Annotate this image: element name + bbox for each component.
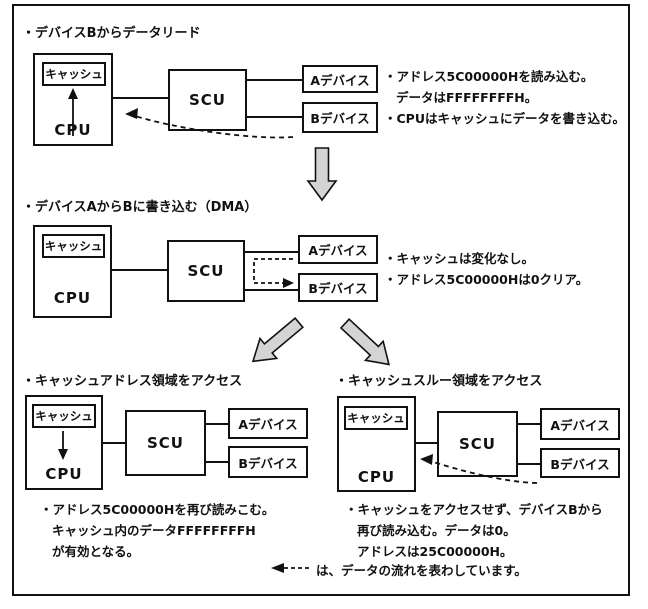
scu-label: SCU	[189, 91, 226, 109]
device-a-label: Aデバイス	[238, 417, 298, 432]
notes-cache-through: ・キャッシュをアクセスせず、デバイスBから 再び読み込む。データは0。 アドレス…	[345, 499, 603, 562]
legend-text: は、データの流れを表わしています。	[316, 563, 527, 578]
device-b-box: Bデバイス	[298, 273, 378, 302]
device-a-label: Aデバイス	[550, 417, 610, 433]
cpu-label: CPU	[54, 121, 92, 139]
cpu-label: CPU	[53, 289, 92, 307]
device-b-box: Bデバイス	[228, 446, 308, 478]
note-line: ・CPUはキャッシュにデータを書き込む。	[384, 111, 625, 126]
notes-dma-a-to-b: ・キャッシュは変化なし。 ・アドレス5C00000Hは0クリア。	[384, 248, 588, 290]
cache-label: キャッシュ	[44, 239, 103, 253]
device-b-label: Bデバイス	[310, 111, 370, 126]
cache-label: キャッシュ	[35, 409, 93, 423]
note-line: ・キャッシュは変化なし。	[384, 251, 535, 266]
note-line: ・キャッシュをアクセスせず、デバイスBから	[345, 502, 603, 517]
cache-box: キャッシュ	[32, 404, 96, 428]
cache-label: キャッシュ	[45, 67, 103, 81]
note-line: データはFFFFFFFFH。	[396, 90, 538, 105]
device-a-label: Aデバイス	[310, 72, 370, 88]
cache-label: キャッシュ	[347, 411, 405, 425]
note-line: ・アドレス5C00000Hは0クリア。	[384, 272, 589, 287]
section-title-dma-a-to-b: ・デバイスAからBに書き込む（DMA）	[22, 200, 258, 215]
device-b-label: Bデバイス	[308, 281, 368, 296]
scu-box: SCU	[168, 69, 247, 131]
note-line: 再び読み込む。データは0。	[357, 523, 516, 538]
cpu-label: CPU	[357, 468, 396, 486]
device-a-box: Aデバイス	[298, 235, 378, 264]
scu-box: SCU	[125, 410, 206, 476]
section-title-cache-area: ・キャッシュアドレス領域をアクセス	[22, 374, 243, 389]
device-a-label: Aデバイス	[308, 243, 368, 258]
device-a-box: Aデバイス	[228, 408, 308, 439]
device-b-box: Bデバイス	[302, 102, 378, 133]
scu-box: SCU	[437, 411, 518, 477]
section-title-read-from-b: ・デバイスBからデータリード	[22, 26, 201, 41]
notes-read-from-b: ・アドレス5C00000Hを読み込む。 データはFFFFFFFFH。 ・CPUは…	[384, 66, 625, 129]
scu-label: SCU	[459, 435, 496, 453]
device-b-label: Bデバイス	[550, 456, 610, 472]
device-a-box: Aデバイス	[540, 408, 620, 440]
device-b-label: Bデバイス	[238, 455, 298, 471]
note-line: アドレスは25C00000H。	[357, 544, 513, 559]
device-b-box: Bデバイス	[540, 448, 620, 478]
cpu-label: CPU	[45, 465, 83, 483]
cache-box: キャッシュ	[344, 406, 408, 430]
note-line: ・アドレス5C00000Hを読み込む。	[384, 69, 594, 84]
device-a-box: Aデバイス	[302, 65, 378, 93]
scu-label: SCU	[187, 262, 225, 280]
notes-cache-area: ・アドレス5C00000Hを再び読みこむ。 キャッシュ内のデータFFFFFFFF…	[40, 499, 274, 562]
scu-box: SCU	[167, 240, 245, 302]
cache-box: キャッシュ	[42, 62, 106, 86]
cache-box: キャッシュ	[42, 234, 105, 258]
note-line: が有効となる。	[52, 544, 140, 559]
figure-frame	[12, 4, 630, 596]
section-title-cache-through: ・キャッシュスルー領域をアクセス	[335, 374, 543, 389]
note-line: ・アドレス5C00000Hを再び読みこむ。	[40, 502, 275, 517]
note-line: キャッシュ内のデータFFFFFFFFH	[52, 523, 256, 538]
scu-label: SCU	[147, 434, 184, 452]
